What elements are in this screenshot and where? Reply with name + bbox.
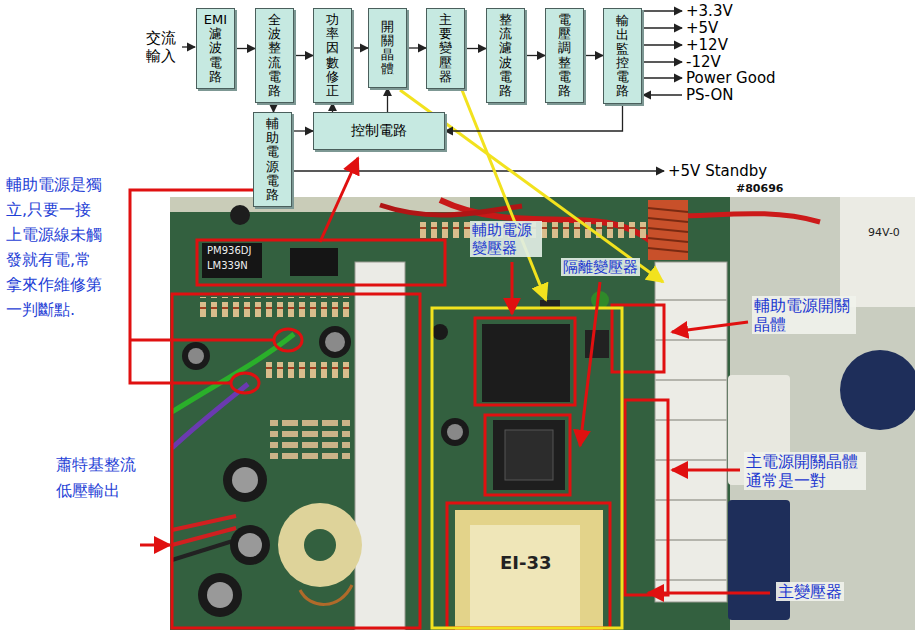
wire (380, 205, 522, 215)
housing (840, 197, 915, 307)
process-box: 控制電路 (313, 112, 445, 150)
box-label: 輔助電源電路 (266, 117, 279, 201)
callout-text: 輔助電源開關晶體 (752, 296, 856, 334)
resistor-row (200, 297, 350, 317)
note: 輔助電源是獨立,只要一接上電源線未觸發就有電,常拿來作維修第一判斷點. (6, 172, 106, 322)
highlight-circle (274, 329, 302, 351)
callout-text: 隔離變壓器 (561, 258, 640, 276)
box-label: 主要變壓器 (439, 13, 452, 83)
callout-text: 輔助電源變壓器 (470, 221, 542, 257)
flow-arrow (352, 47, 368, 48)
transformer (493, 420, 565, 490)
chip-marking: LM339N (207, 260, 248, 272)
flow-arrow (273, 103, 274, 112)
coil (648, 200, 688, 260)
warning-strip (170, 197, 470, 212)
board-marking: 94V-0 (866, 226, 902, 239)
standby-arrow (292, 170, 664, 171)
signal-name: -12V (686, 53, 721, 71)
signal-name: +5V (686, 19, 718, 37)
process-box: 整流濾波電路 (486, 8, 525, 103)
signal-name: +3.3V (686, 2, 733, 20)
transformer-core (505, 430, 553, 480)
signal-name: Power Good (686, 69, 776, 87)
flow-arrow (525, 55, 545, 56)
heatsink (655, 262, 727, 602)
signal-name: PS-ON (686, 86, 733, 104)
toroid-core (304, 529, 336, 561)
ic-chip (202, 243, 262, 278)
part-marking: EI-33 (500, 552, 552, 574)
capacitor (182, 205, 915, 617)
box-label: 電壓調整電路 (558, 13, 571, 97)
flow-arrow (445, 104, 623, 131)
transformer (482, 324, 570, 402)
box-label: 整流濾波電路 (499, 13, 512, 97)
highlight-box (432, 308, 622, 628)
copper-winding (300, 585, 352, 604)
flow-arrow (465, 48, 486, 49)
process-box: 電壓調整電路 (545, 8, 584, 103)
transformer (455, 510, 603, 630)
wire (172, 516, 236, 530)
process-box: 輸出監控電路 (603, 8, 642, 104)
flow-arrow (387, 88, 388, 112)
callout-text: 蕭特基整流低壓輸出 (56, 452, 140, 504)
flow-arrow (584, 55, 603, 56)
process-box: 功率因數修正 (313, 8, 352, 103)
process-box: 主要變壓器 (426, 8, 465, 89)
pcb-board (170, 197, 915, 630)
box-label: 控制電路 (351, 123, 407, 138)
process-box: 全波整流電路 (255, 8, 294, 103)
callout-arrow (140, 158, 770, 593)
output-arrow (642, 61, 682, 62)
input-arrow (643, 94, 682, 95)
heatsink-fins (655, 300, 727, 580)
transformer-tape (470, 525, 580, 630)
output-arrow (642, 27, 682, 28)
leader-line (130, 190, 274, 383)
wire (172, 540, 236, 560)
highlight-circle (231, 373, 259, 393)
chip-marking: PM936DJ (207, 245, 251, 257)
flow-arrow (407, 47, 426, 48)
capacitor (728, 500, 790, 620)
flow-arrow (235, 48, 255, 49)
box-label: 功率因數修正 (326, 13, 339, 97)
box-label: 開關晶體 (381, 20, 394, 76)
toroid-inductor (278, 503, 362, 587)
coil-winding (648, 208, 688, 252)
process-box: EMI濾波電路 (196, 8, 235, 89)
resistor-row (262, 360, 352, 380)
flow-arrow (292, 130, 313, 131)
flow-arrow (332, 103, 333, 112)
callout-text: 主變壓器 (776, 582, 844, 601)
flow-arrow (294, 55, 313, 56)
ic-chip (290, 248, 338, 276)
signal-name: +12V (686, 36, 728, 54)
output-arrow (642, 44, 682, 45)
resistor-row (270, 420, 350, 464)
output-arrow (642, 10, 682, 11)
transistor (585, 330, 609, 358)
box-label: EMI濾波電路 (204, 13, 227, 83)
highlight-box (172, 240, 668, 628)
box-label: 輸出監控電路 (616, 14, 629, 98)
callout-text: 主電源開關晶體通常是一對 (744, 452, 866, 490)
process-box: 開關晶體 (368, 8, 407, 88)
box-label: 全波整流電路 (268, 13, 281, 97)
input-arrow (182, 46, 195, 47)
input-label: 交流輸入 (146, 29, 180, 65)
wire (172, 384, 248, 448)
heatsink (355, 262, 405, 630)
signal-name: +5V Standby (668, 162, 767, 180)
watermark: #80696 (736, 182, 784, 195)
process-box: 輔助電源電路 (253, 112, 292, 207)
output-arrow (642, 77, 682, 78)
